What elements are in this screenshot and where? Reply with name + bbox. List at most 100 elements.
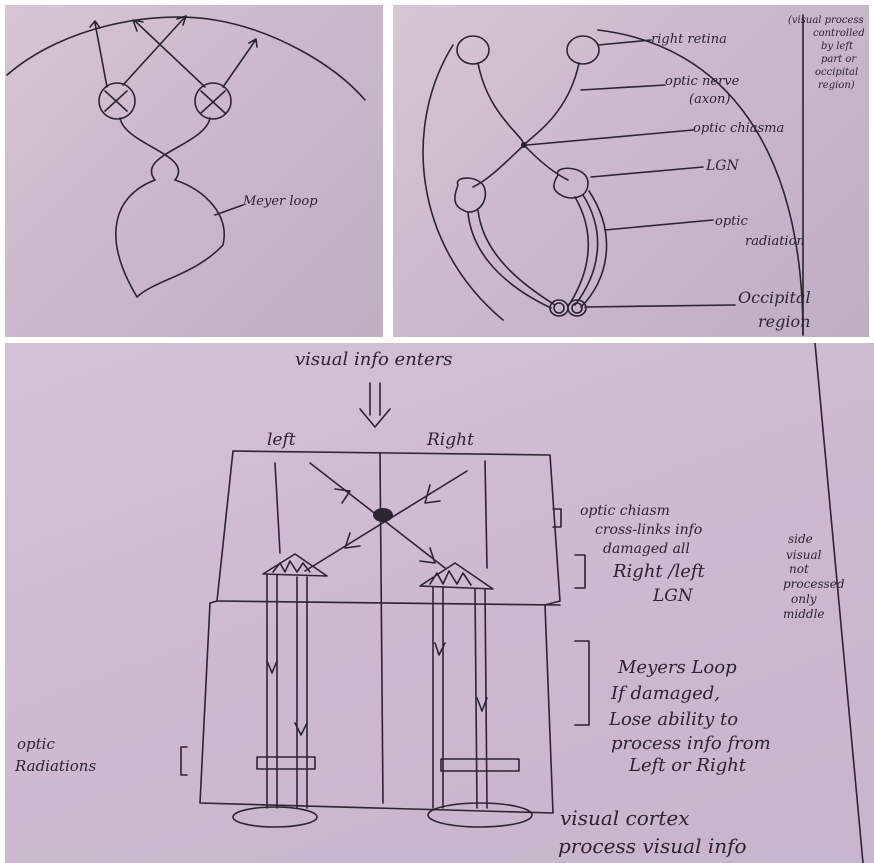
svg-text:If damaged,: If damaged, [610, 683, 720, 704]
left-eye [457, 36, 489, 64]
svg-text:(visual process: (visual process [788, 15, 864, 26]
optic-nerve [524, 63, 579, 145]
occipital-label-1: Occipital [738, 288, 811, 307]
ray [123, 17, 185, 85]
left-visual-cortex [233, 807, 317, 827]
svg-text:by left: by left [821, 41, 854, 52]
ray-arrowhead [133, 20, 143, 31]
ray [135, 21, 205, 87]
optic-nerve-label: optic nerve [665, 74, 740, 89]
right-eye [567, 36, 599, 64]
meyers-loop-note: Meyers Loop If damaged, Lose ability to … [608, 657, 771, 776]
pointer-retina [598, 40, 651, 45]
arrowhead [267, 661, 277, 673]
pointer-optic-nerve [581, 85, 665, 90]
title-label: visual info enters [295, 349, 453, 370]
visual-cortex-label: visual cortex [560, 806, 689, 830]
meyer-loop-label: Meyer loop [242, 194, 318, 209]
head-outline [423, 45, 503, 320]
svg-text:Left or Right: Left or Right [628, 755, 747, 776]
process-visual-info-label: process visual info [558, 834, 747, 858]
meyers-bracket [575, 641, 589, 725]
right-visual-cortex [428, 803, 532, 827]
optic-radiations-label-1: optic [17, 735, 55, 753]
nerve-crossing [120, 118, 179, 180]
right-lgn-triangle [420, 563, 493, 589]
enter-arrow-icon [360, 383, 390, 427]
chiasma-point [521, 142, 527, 148]
optic-radiation [478, 210, 555, 305]
optic-chiasma-label: optic chiasma [693, 121, 784, 136]
svg-text:cross-links info: cross-links info [595, 522, 702, 538]
lgn-bracket [575, 555, 585, 588]
svg-text:side: side [788, 532, 813, 546]
axon-label: (axon) [689, 92, 730, 107]
flowchart-drawing: visual info enters left Right [5, 343, 874, 863]
svg-text:not: not [789, 562, 809, 576]
arrowhead [335, 489, 350, 503]
right-lgn [554, 168, 588, 198]
margin-line [815, 343, 863, 863]
right-eye-cross [201, 91, 225, 113]
optic-radiations-label-2: Radiations [14, 757, 96, 775]
occipital-inner [554, 303, 564, 313]
optic-nerve [478, 63, 524, 145]
svg-text:process info from: process info from [611, 733, 771, 754]
svg-text:part or: part or [821, 54, 857, 65]
visual-process-note: (visual process controlled by left part … [788, 15, 865, 91]
pointer-radiation [605, 220, 713, 230]
lgn-label: LGN [705, 158, 739, 174]
right-radiation-box [441, 759, 519, 771]
left-lgn [455, 178, 486, 212]
svg-text:Lose ability to: Lose ability to [608, 709, 738, 730]
occipital-inner [572, 303, 582, 313]
left-lgn-triangle [263, 554, 327, 576]
radiation-bracket [181, 747, 187, 775]
meyer-loop-shape [116, 180, 224, 297]
right-retina-label: right retina [651, 32, 727, 47]
divider-line [217, 601, 560, 605]
svg-text:middle: middle [783, 607, 825, 621]
svg-text:processed: processed [783, 577, 845, 591]
right-label: Right [426, 430, 474, 450]
optic-chiasm-node [373, 508, 393, 522]
panel-meyer-loop-sketch: Meyer loop [5, 5, 383, 337]
visual-pathway-drawing: right retina (visual process controlled … [393, 5, 869, 337]
ray [223, 41, 255, 87]
occipital-label-2: region [758, 312, 810, 331]
pointer-chiasma [527, 130, 693, 145]
side-visual-note: side visual not processed only middle [783, 532, 845, 621]
panel-visual-pathway-flowchart: visual info enters left Right [5, 343, 874, 863]
midline [380, 453, 383, 803]
lgn-note-1: Right /left [612, 561, 706, 582]
chiasm-note: optic chiasm cross-links info damaged al… [580, 503, 702, 557]
lgn-note-2: LGN [652, 586, 694, 606]
meyer-loop-drawing: Meyer loop [5, 5, 383, 337]
arrowhead [425, 485, 440, 503]
svg-text:region): region) [818, 80, 855, 91]
ray [95, 23, 107, 87]
optic-tract [473, 145, 524, 187]
svg-text:visual: visual [786, 548, 822, 562]
pointer-lgn [591, 167, 703, 177]
svg-text:occipital: occipital [815, 67, 858, 78]
left-vertical-line [275, 463, 280, 553]
left-label: left [267, 430, 296, 450]
svg-text:only: only [791, 592, 817, 606]
nerve-crossing [151, 118, 210, 180]
visual-field-arc [7, 17, 365, 100]
optic-tract [524, 145, 568, 180]
panel-visual-pathway: right retina (visual process controlled … [393, 5, 869, 337]
optic-radiation-label-2: radiation [745, 234, 805, 249]
svg-text:controlled: controlled [813, 28, 865, 39]
svg-text:optic chiasm: optic chiasm [580, 503, 670, 519]
left-lgn-scribble [273, 561, 310, 572]
optic-radiation-label-1: optic [715, 214, 749, 229]
svg-text:damaged all: damaged all [603, 541, 690, 557]
right-lgn-scribble [430, 571, 471, 585]
right-vertical-line [485, 461, 487, 568]
left-eye-cross [105, 91, 127, 111]
pointer-occipital [585, 305, 735, 307]
svg-text:Meyers Loop: Meyers Loop [617, 657, 737, 678]
label-pointer [215, 205, 243, 215]
